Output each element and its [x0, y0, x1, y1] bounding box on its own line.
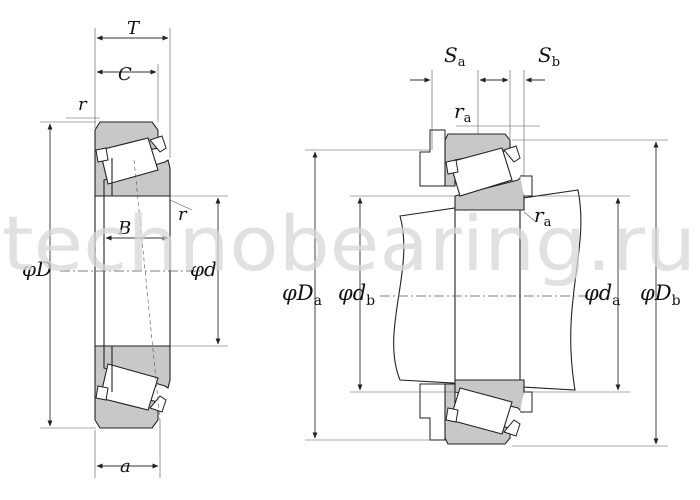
shaft [393, 189, 582, 391]
label-B: B [117, 218, 131, 239]
left-bottom-roller [99, 363, 159, 411]
label-ra-mid: ra [534, 203, 552, 230]
left-bottom-cage [149, 395, 167, 413]
label-phi-Da: φDa [282, 281, 322, 309]
left-top-cage [149, 135, 167, 153]
housing-bottom [419, 383, 446, 441]
label-phi-da: φda [584, 281, 621, 309]
label-T: T [127, 18, 141, 39]
label-r-mid: r [178, 204, 188, 225]
label-phi-db: φdb [338, 281, 375, 309]
label-r-top: r [78, 94, 88, 115]
left-bearing-section [60, 121, 200, 429]
housing-top [419, 129, 446, 187]
right-bottom-roller [449, 387, 513, 435]
label-phi-Db: φDb [640, 281, 681, 309]
label-ra-top: ra [454, 99, 472, 126]
label-C: C [118, 64, 132, 85]
left-top-roller [99, 137, 159, 185]
label-Sb: Sb [538, 43, 560, 70]
right-mounting-section [380, 129, 600, 445]
label-Sa: Sa [444, 43, 466, 70]
label-phi-D: φD [22, 257, 52, 281]
right-top-roller [449, 147, 513, 197]
label-a: a [120, 456, 131, 477]
left-dimensions [40, 28, 228, 478]
right-dimensions [305, 70, 668, 447]
label-phi-d: φd [190, 257, 217, 281]
watermark-text: technobearing.ru [2, 199, 696, 288]
